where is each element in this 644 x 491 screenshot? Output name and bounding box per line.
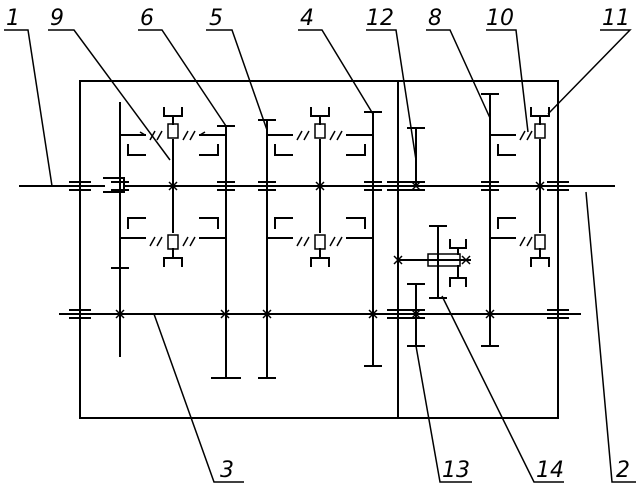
leader-11 bbox=[547, 29, 632, 115]
callout-8: 8 bbox=[428, 6, 442, 31]
callout-9: 9 bbox=[50, 6, 64, 31]
shift-fork-2-lower bbox=[310, 248, 330, 267]
callout-1: 1 bbox=[6, 6, 20, 31]
reverse-section bbox=[407, 127, 467, 347]
leader-4 bbox=[298, 29, 374, 115]
synchro-sleeve-1-lower bbox=[167, 234, 179, 250]
bearing-output bbox=[547, 181, 569, 191]
gear-group-1 bbox=[111, 102, 241, 379]
synchro-sleeve-1-upper bbox=[167, 123, 179, 139]
leader-6 bbox=[138, 29, 227, 127]
gear-group-3 bbox=[481, 93, 550, 347]
shift-fork-3-upper bbox=[530, 107, 550, 125]
callout-6: 6 bbox=[140, 6, 154, 31]
shift-fork-3-lower bbox=[530, 248, 550, 267]
synchro-sleeve-2-upper bbox=[314, 123, 326, 139]
leader-14 bbox=[441, 295, 564, 483]
callout-10: 10 bbox=[486, 6, 514, 31]
bearing-counter-mid bbox=[387, 309, 409, 319]
callout-5: 5 bbox=[209, 6, 223, 31]
bearing-counter-front bbox=[69, 309, 91, 319]
callout-11: 11 bbox=[602, 6, 630, 31]
leader-3 bbox=[153, 313, 244, 483]
synchro-sleeve-3-upper bbox=[534, 123, 546, 139]
idler-sleeve bbox=[427, 253, 461, 267]
callout-labels: 1 9 6 5 4 12 8 10 11 3 13 14 2 bbox=[6, 6, 630, 483]
bearing-counter-rear bbox=[547, 309, 569, 319]
callout-14: 14 bbox=[536, 458, 564, 483]
reverse-shift-fork-upper bbox=[449, 239, 467, 255]
shift-fork-2-upper bbox=[310, 107, 330, 125]
gear-group-2 bbox=[258, 107, 382, 379]
leader-13 bbox=[415, 345, 472, 483]
shift-fork-1-upper bbox=[163, 107, 183, 125]
synchro-sleeve-3-lower bbox=[534, 234, 546, 250]
callout-leaders bbox=[4, 29, 636, 483]
callout-3: 3 bbox=[220, 458, 234, 483]
callout-2: 2 bbox=[616, 458, 630, 483]
bearing-input bbox=[69, 181, 91, 191]
bearings bbox=[69, 181, 569, 319]
leader-10 bbox=[486, 29, 529, 133]
callout-4: 4 bbox=[300, 6, 314, 31]
gearbox-housing bbox=[79, 80, 559, 419]
leader-5 bbox=[206, 29, 268, 131]
callout-13: 13 bbox=[442, 458, 470, 483]
leader-1 bbox=[4, 29, 53, 187]
leader-2 bbox=[585, 191, 636, 483]
synchro-sleeve-2-lower bbox=[314, 234, 326, 250]
callout-12: 12 bbox=[366, 6, 394, 31]
fixed-gear-marks bbox=[115, 181, 545, 319]
bearing-main-rear bbox=[387, 181, 409, 191]
leader-12 bbox=[366, 29, 417, 161]
leader-8 bbox=[426, 29, 491, 119]
shift-fork-1-lower bbox=[163, 248, 183, 267]
leader-9 bbox=[48, 29, 171, 161]
reverse-shift-fork-lower bbox=[449, 265, 467, 287]
